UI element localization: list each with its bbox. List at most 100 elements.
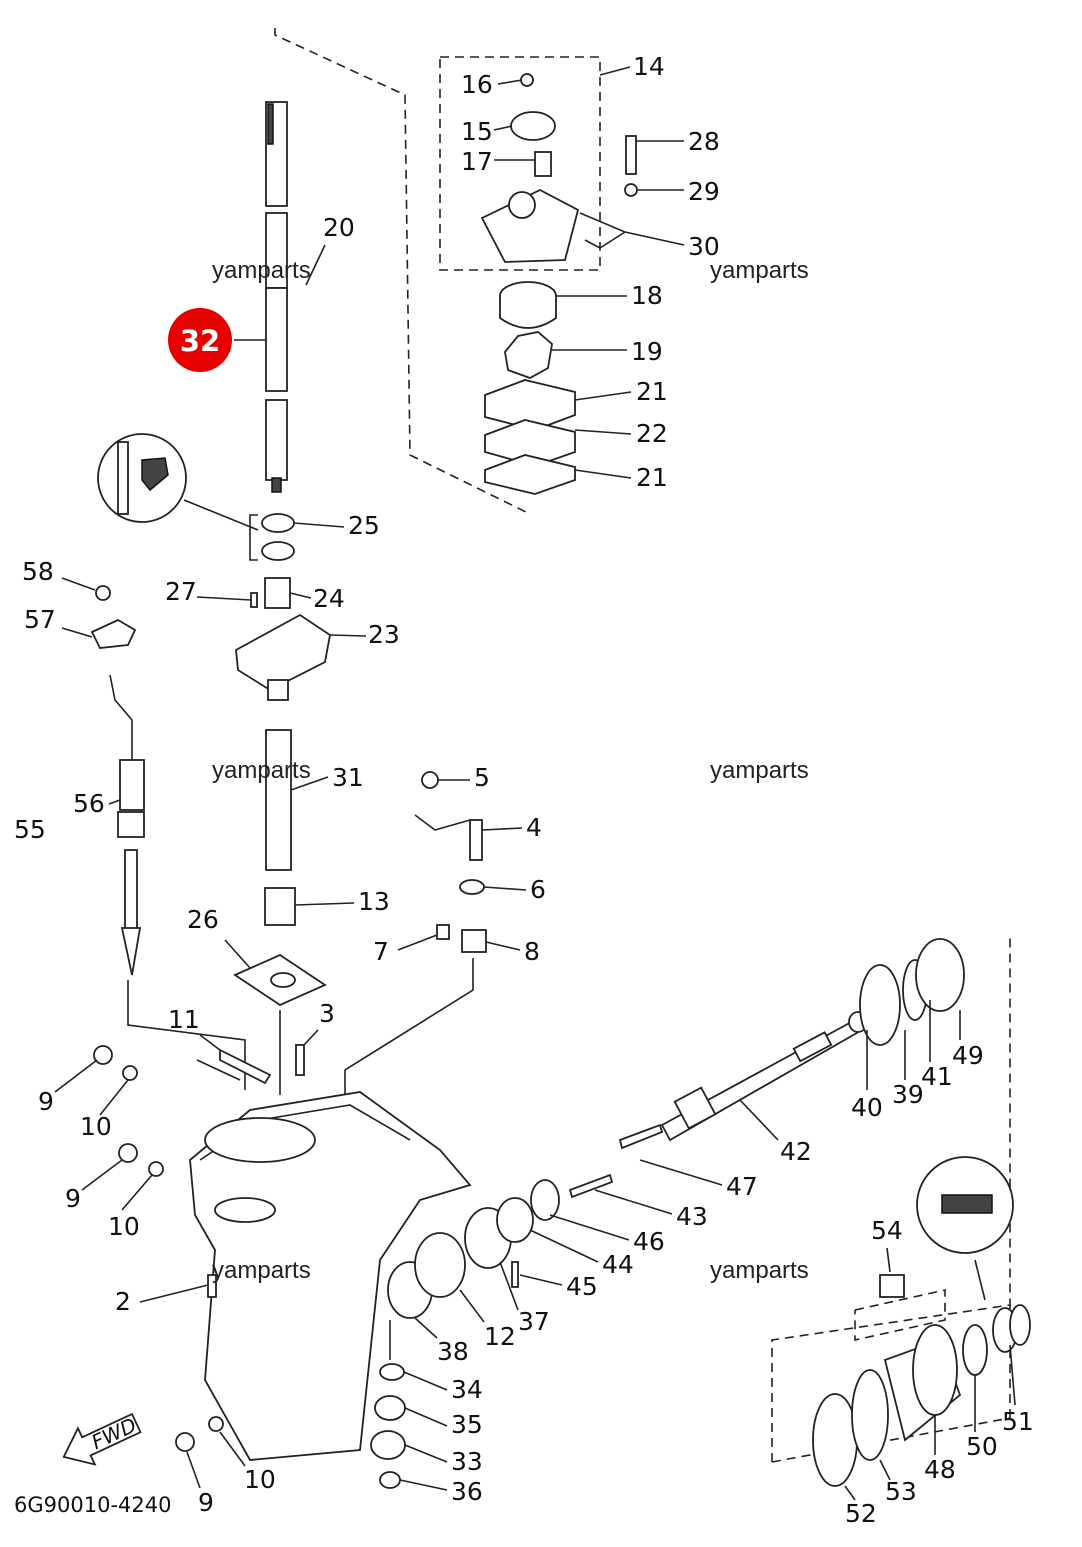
shift-rod-group xyxy=(90,585,145,976)
part-label-25[interactable]: 25 xyxy=(348,511,380,540)
part-label-51[interactable]: 51 xyxy=(1002,1407,1034,1436)
part-label-19[interactable]: 19 xyxy=(631,337,663,366)
leader-line-20 xyxy=(305,244,326,286)
leader-line-26 xyxy=(224,939,251,969)
part-label-4[interactable]: 4 xyxy=(526,813,542,842)
part-label-38[interactable]: 38 xyxy=(437,1337,469,1366)
part-label-9[interactable]: 9 xyxy=(38,1087,54,1116)
part-label-36[interactable]: 36 xyxy=(451,1477,483,1506)
part-label-15[interactable]: 15 xyxy=(461,117,493,146)
part-label-13[interactable]: 13 xyxy=(358,887,390,916)
leader-line-53 xyxy=(879,1459,891,1481)
part-label-35[interactable]: 35 xyxy=(451,1410,483,1439)
part-label-28[interactable]: 28 xyxy=(688,127,720,156)
part-label-27[interactable]: 27 xyxy=(165,577,197,606)
leader-line-34 xyxy=(403,1371,448,1391)
forward-arrow: FWD xyxy=(62,1413,142,1466)
part-label-48[interactable]: 48 xyxy=(924,1455,956,1484)
part-label-12[interactable]: 12 xyxy=(484,1322,516,1351)
leader-line-23 xyxy=(329,634,367,637)
part-label-18[interactable]: 18 xyxy=(631,281,663,310)
part-label-7[interactable]: 7 xyxy=(373,937,389,966)
watermark: yamparts xyxy=(710,257,809,284)
part-label-56[interactable]: 56 xyxy=(73,789,105,818)
part-label-44[interactable]: 44 xyxy=(602,1250,634,1279)
part-label-2[interactable]: 2 xyxy=(115,1287,131,1316)
leader-line-11 xyxy=(199,1034,221,1051)
part-label-54[interactable]: 54 xyxy=(871,1216,903,1245)
part-label-11[interactable]: 11 xyxy=(168,1005,200,1034)
part-label-52[interactable]: 52 xyxy=(845,1499,877,1528)
part-label-55[interactable]: 55 xyxy=(14,815,46,844)
part-label-40[interactable]: 40 xyxy=(851,1093,883,1122)
leader-line-33 xyxy=(404,1444,448,1463)
bearing-housing-group xyxy=(812,1156,1031,1487)
part-label-20[interactable]: 20 xyxy=(323,213,355,242)
leader-line-6 xyxy=(483,886,527,891)
leader-line-42 xyxy=(739,1099,779,1141)
watermark: yamparts xyxy=(710,1257,809,1284)
part-label-46[interactable]: 46 xyxy=(633,1227,665,1256)
leader-line-9 xyxy=(81,1159,123,1191)
part-label-26[interactable]: 26 xyxy=(187,905,219,934)
part-label-9[interactable]: 9 xyxy=(198,1488,214,1517)
part-label-9[interactable]: 9 xyxy=(65,1184,81,1213)
part-label-45[interactable]: 45 xyxy=(566,1272,598,1301)
part-label-47[interactable]: 47 xyxy=(726,1172,758,1201)
part-label-8[interactable]: 8 xyxy=(524,937,540,966)
leader-line-9 xyxy=(186,1451,201,1489)
part-label-22[interactable]: 22 xyxy=(636,419,668,448)
pinion-group xyxy=(370,1320,406,1489)
leader-line-43 xyxy=(594,1189,673,1215)
tube-plate-group xyxy=(219,729,327,1085)
part-label-30[interactable]: 30 xyxy=(688,232,720,261)
leader-line-52 xyxy=(844,1485,856,1501)
leader-line-36 xyxy=(399,1479,448,1491)
part-label-31[interactable]: 31 xyxy=(332,763,364,792)
part-label-10[interactable]: 10 xyxy=(80,1112,112,1141)
leader-line-44 xyxy=(529,1229,599,1263)
leader-line-54 xyxy=(886,1247,891,1273)
watermarks: yamparts yamparts yamparts yamparts yamp… xyxy=(212,257,809,1284)
part-label-6[interactable]: 6 xyxy=(530,875,546,904)
leader-line-30 xyxy=(624,231,685,246)
part-label-10[interactable]: 10 xyxy=(244,1465,276,1494)
part-label-50[interactable]: 50 xyxy=(966,1432,998,1461)
leader-line-4 xyxy=(481,827,523,831)
leader-line-12 xyxy=(459,1289,485,1323)
leader-line-37 xyxy=(499,1261,519,1311)
part-label-34[interactable]: 34 xyxy=(451,1375,483,1404)
part-label-29[interactable]: 29 xyxy=(688,177,720,206)
leader-line-45 xyxy=(519,1274,563,1286)
part-label-14[interactable]: 14 xyxy=(633,52,665,81)
part-label-53[interactable]: 53 xyxy=(885,1477,917,1506)
part-label-24[interactable]: 24 xyxy=(313,584,345,613)
part-label-10[interactable]: 10 xyxy=(108,1212,140,1241)
part-label-42[interactable]: 42 xyxy=(780,1137,812,1166)
part-label-58[interactable]: 58 xyxy=(22,557,54,586)
part-label-23[interactable]: 23 xyxy=(368,620,400,649)
part-label-21[interactable]: 21 xyxy=(636,463,668,492)
part-label-57[interactable]: 57 xyxy=(24,605,56,634)
part-label-21[interactable]: 21 xyxy=(636,377,668,406)
watermark: yamparts xyxy=(212,757,311,784)
part-label-3[interactable]: 3 xyxy=(319,999,335,1028)
part-label-37[interactable]: 37 xyxy=(518,1307,550,1336)
part-label-33[interactable]: 33 xyxy=(451,1447,483,1476)
part-label-43[interactable]: 43 xyxy=(676,1202,708,1231)
leader-line-35 xyxy=(404,1407,448,1427)
part-label-17[interactable]: 17 xyxy=(461,147,493,176)
highlight-badge[interactable]: 32 xyxy=(168,308,266,372)
leader-line-57 xyxy=(61,627,93,638)
drive-shaft xyxy=(265,101,288,493)
part-label-16[interactable]: 16 xyxy=(461,70,493,99)
leader-line-7 xyxy=(397,934,438,951)
watermark: yamparts xyxy=(710,757,809,784)
part-label-39[interactable]: 39 xyxy=(892,1080,924,1109)
part-label-49[interactable]: 49 xyxy=(952,1041,984,1070)
part-label-41[interactable]: 41 xyxy=(921,1062,953,1091)
leader-line-47 xyxy=(639,1159,723,1186)
part-label-5[interactable]: 5 xyxy=(474,763,490,792)
